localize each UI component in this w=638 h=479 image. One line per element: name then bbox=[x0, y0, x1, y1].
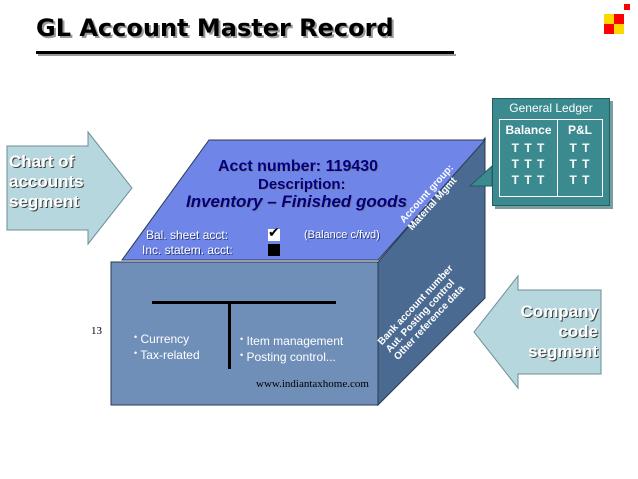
general-ledger-table: Balance P&L T T T T T T T T T T T T T T … bbox=[499, 119, 603, 197]
inc-statem-checkbox bbox=[268, 244, 280, 256]
front-divider-horizontal bbox=[152, 301, 336, 304]
bal-sheet-acct-label: Bal. sheet acct: bbox=[146, 228, 229, 242]
box-top-face bbox=[121, 139, 487, 261]
pl-row-3: T T bbox=[569, 173, 591, 187]
pl-row-1: T T bbox=[569, 141, 591, 155]
balance-row-1: T T T bbox=[511, 141, 546, 155]
chart-of-accounts-label: Chart of accounts segment bbox=[9, 152, 84, 211]
general-ledger-title: General Ledger bbox=[509, 101, 593, 115]
balance-row-3: T T T bbox=[511, 173, 546, 187]
front-left-item-1: • Currency bbox=[134, 332, 190, 346]
description-value: Inventory – Finished goods bbox=[186, 192, 408, 211]
chart-of-accounts-arrow bbox=[6, 130, 133, 246]
balance-row-2: T T T bbox=[511, 157, 546, 171]
inc-statem-acct-label: Inc. statem. acct: bbox=[142, 243, 233, 257]
corner-square-red-2 bbox=[604, 24, 614, 34]
box-front-face bbox=[110, 261, 379, 406]
general-ledger-box: General Ledger Balance P&L T T T T T T T… bbox=[492, 98, 610, 206]
company-code-label: Company code segment bbox=[520, 302, 598, 361]
balance-column-header: Balance bbox=[505, 123, 552, 137]
front-right-item-2: • Posting control... bbox=[240, 350, 336, 364]
corner-square-red-1 bbox=[614, 14, 624, 24]
title-underline bbox=[36, 51, 454, 54]
corner-square-red-3 bbox=[624, 4, 630, 10]
balance-cfwd-note: (Balance c/fwd) bbox=[304, 229, 380, 241]
pl-row-2: T T bbox=[569, 157, 591, 171]
check-icon: ✔ bbox=[268, 225, 280, 241]
description-label: Description: bbox=[258, 176, 346, 193]
corner-square-yellow-1 bbox=[604, 14, 614, 24]
front-left-item-2: • Tax-related bbox=[134, 348, 200, 362]
front-right-item-1: • Item management bbox=[240, 334, 344, 348]
watermark: www.indiantaxhome.com bbox=[256, 378, 369, 390]
title-underline-shadow bbox=[38, 54, 456, 56]
front-divider-vertical bbox=[228, 301, 231, 369]
bal-sheet-checkbox bbox=[268, 229, 280, 241]
pl-column-header: P&L bbox=[568, 123, 592, 137]
slide-number: 13 bbox=[91, 325, 102, 337]
company-code-arrow bbox=[473, 274, 602, 390]
general-ledger-divider bbox=[557, 120, 558, 196]
page-title: GL Account Master Record bbox=[36, 14, 394, 42]
acct-number: Acct number: 119430 bbox=[218, 158, 379, 175]
corner-square-yellow-2 bbox=[614, 24, 624, 34]
